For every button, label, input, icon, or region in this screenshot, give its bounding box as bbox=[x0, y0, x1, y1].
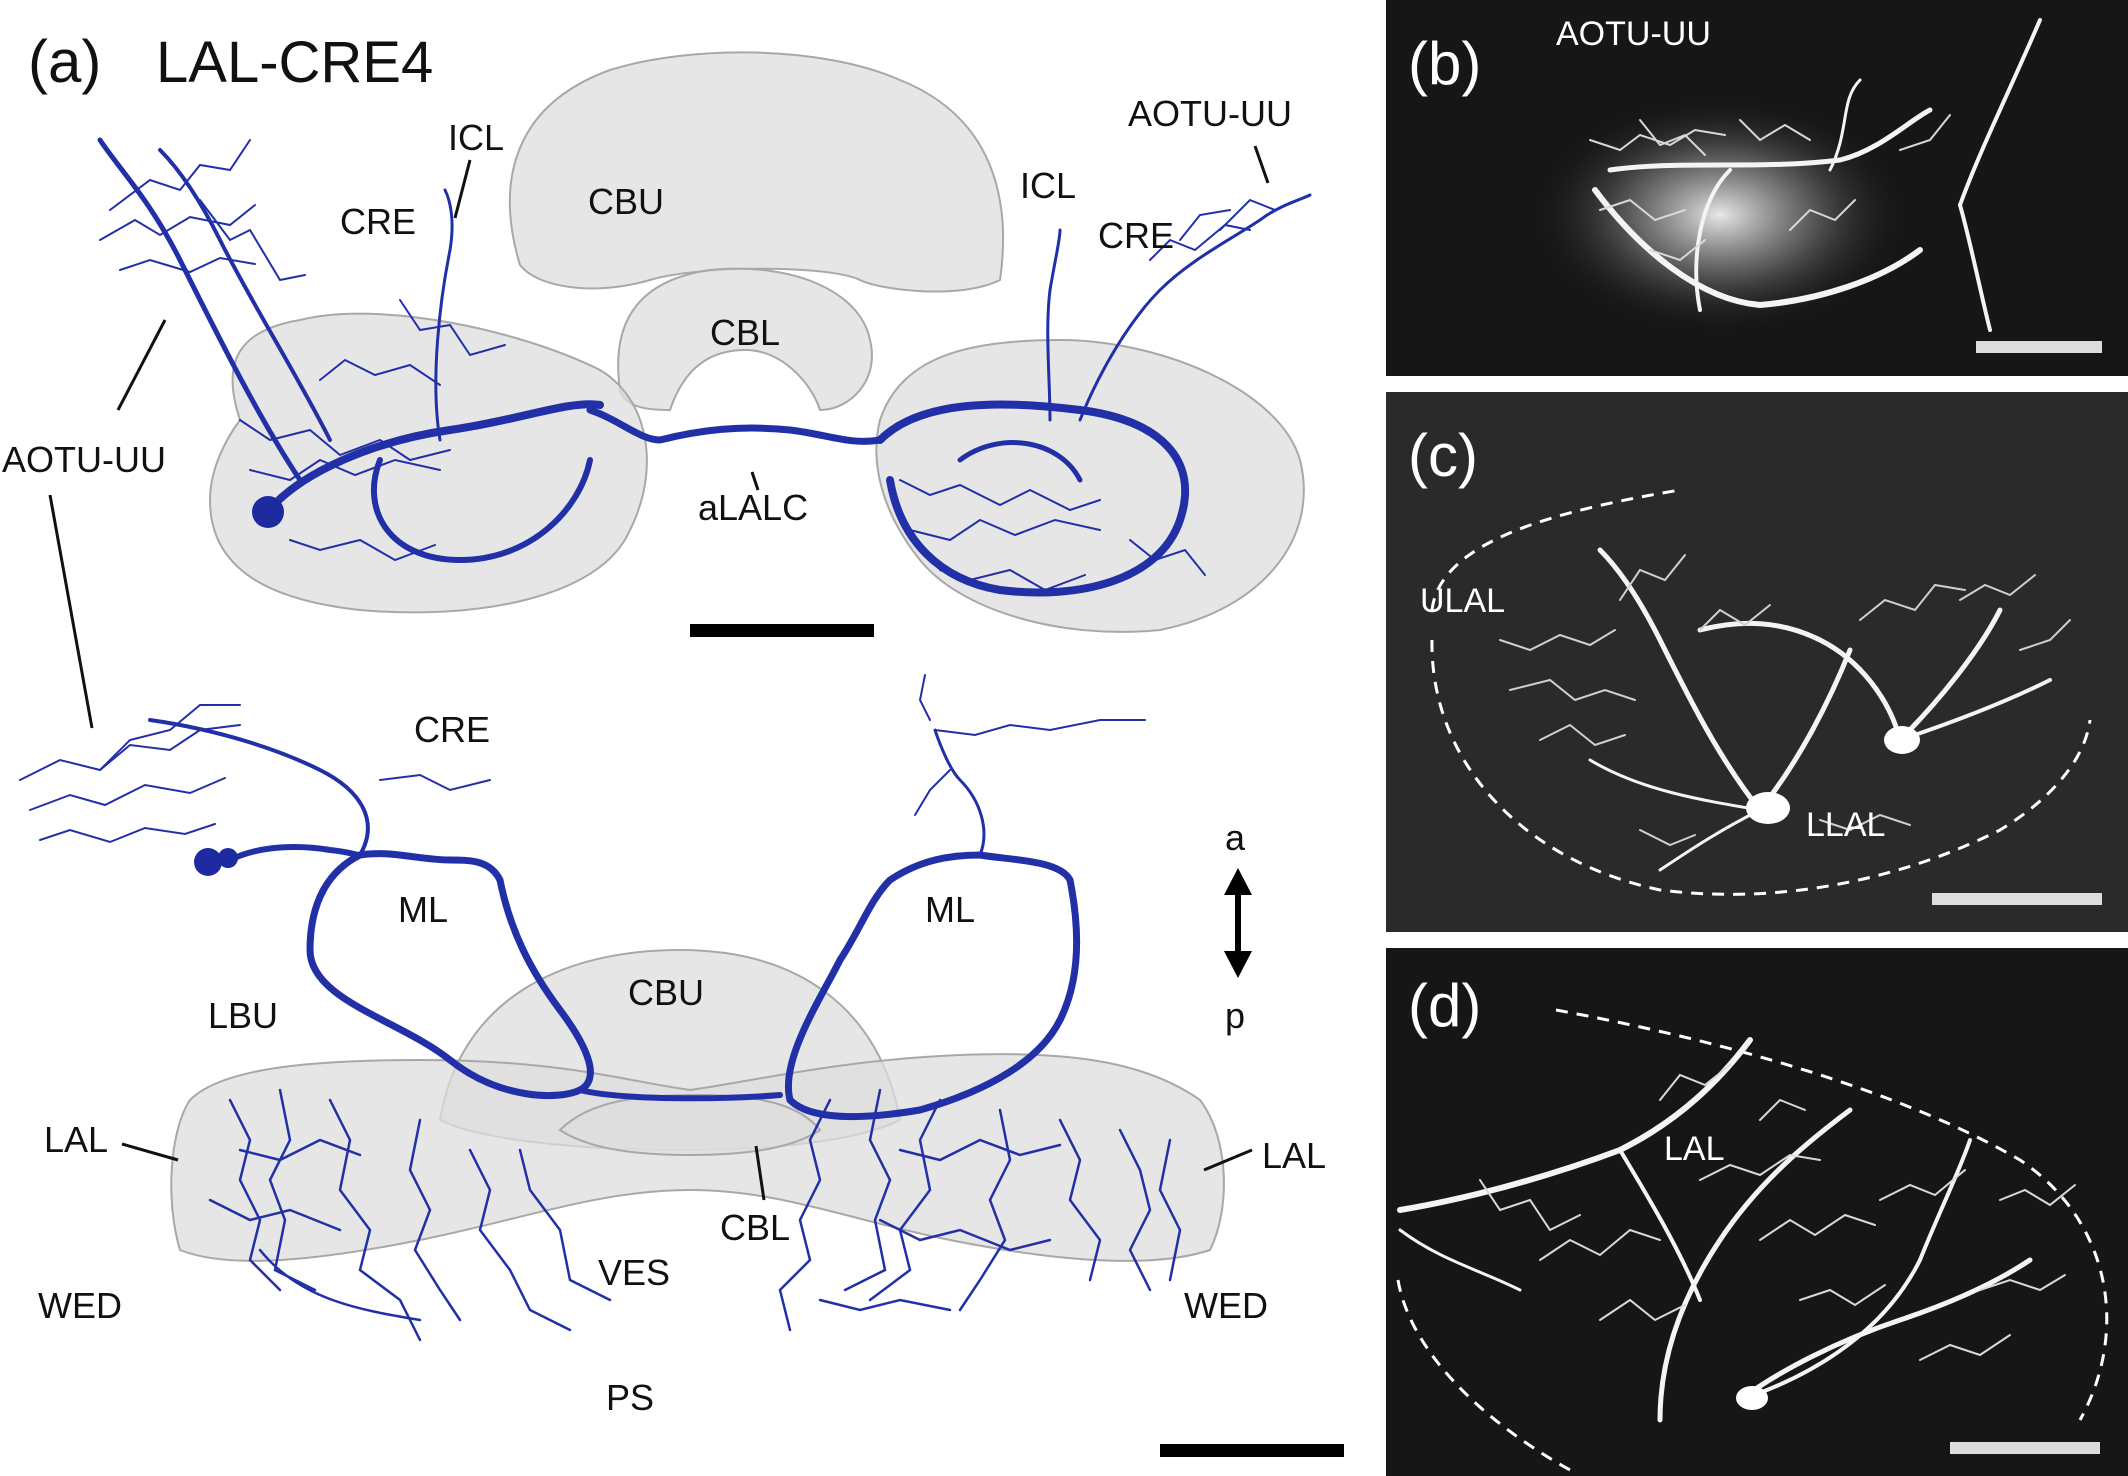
panel-d-outline-upper bbox=[1555, 1008, 2109, 1421]
label-lbu: LBU bbox=[208, 995, 278, 1036]
cbu-body-top bbox=[508, 51, 1005, 293]
label-cbl-bottom: CBL bbox=[720, 1207, 790, 1248]
label-aotu-uu-right: AOTU-UU bbox=[1128, 93, 1292, 134]
panel-b-label: AOTU-UU bbox=[1556, 15, 1711, 53]
panel-d-soma bbox=[1736, 1386, 1768, 1410]
lal-band-bottom bbox=[170, 1053, 1225, 1262]
leader-lal-left bbox=[121, 1142, 179, 1162]
panel-c-neuron bbox=[1499, 547, 2071, 872]
panel-b-scale-bar bbox=[1976, 341, 2102, 353]
label-icl-left: ICL bbox=[448, 117, 504, 158]
soma-left-bottom bbox=[194, 848, 222, 876]
bottom-view-neuron bbox=[19, 674, 1182, 1342]
axis-label-anterior: a bbox=[1225, 817, 1246, 858]
leader-cbl-bottom bbox=[754, 1145, 766, 1201]
leader-aotu-uu-left-bottom bbox=[48, 494, 94, 729]
label-cre-left: CRE bbox=[340, 201, 416, 242]
scale-bar-top bbox=[690, 624, 874, 637]
panel-d-letter: (d) bbox=[1408, 972, 1481, 1039]
label-alalc: aLALC bbox=[698, 487, 808, 528]
anterior-posterior-axis: a p bbox=[1224, 817, 1252, 1036]
top-view-neuropils bbox=[208, 51, 1305, 633]
label-lal-left: LAL bbox=[44, 1119, 108, 1160]
label-cre-right: CRE bbox=[1098, 215, 1174, 256]
alalc-commissure bbox=[586, 406, 884, 445]
panel-c-scale-bar bbox=[1932, 893, 2102, 905]
label-ves: VES bbox=[598, 1252, 670, 1293]
label-ml-left: ML bbox=[398, 889, 448, 930]
leader-lal-right bbox=[1203, 1148, 1253, 1172]
panel-c-soma-1 bbox=[1746, 792, 1790, 824]
panel-a: (a) LAL-CRE4 bbox=[2, 28, 1344, 1457]
panel-c-background bbox=[1386, 392, 2128, 932]
axis-label-posterior: p bbox=[1225, 995, 1245, 1036]
panel-c-label-llal: LLAL bbox=[1806, 806, 1885, 844]
panel-c: (c) ULAL LLAL bbox=[1386, 392, 2128, 932]
ml-loop-left bbox=[306, 850, 594, 1100]
panel-c-soma-2 bbox=[1884, 726, 1920, 754]
label-cbu-bottom: CBU bbox=[628, 972, 704, 1013]
panel-c-letter: (c) bbox=[1408, 422, 1478, 489]
label-wed-left: WED bbox=[38, 1285, 122, 1326]
top-view-neuron bbox=[97, 137, 1312, 597]
lal-left-top bbox=[208, 312, 648, 614]
leader-alalc bbox=[750, 471, 760, 491]
label-wed-right: WED bbox=[1184, 1285, 1268, 1326]
axis-arrowhead-down bbox=[1224, 951, 1252, 978]
label-lal-right: LAL bbox=[1262, 1135, 1326, 1176]
panel-d-scale-bar bbox=[1950, 1442, 2100, 1454]
soma-left-top bbox=[252, 496, 284, 528]
lal-right-top bbox=[875, 338, 1305, 633]
panel-b: (b) AOTU-UU bbox=[1386, 0, 2128, 376]
leader-aotu-uu-left-top bbox=[116, 319, 167, 411]
label-cbl-top: CBL bbox=[710, 312, 780, 353]
label-aotu-uu-left: AOTU-UU bbox=[2, 439, 166, 480]
label-icl-right: ICL bbox=[1020, 165, 1076, 206]
panel-a-letter: (a) bbox=[28, 28, 101, 95]
panel-d: (d) LAL bbox=[1386, 948, 2128, 1476]
soma-left-bottom-2 bbox=[218, 848, 238, 868]
panel-c-outline-lower bbox=[1430, 639, 2092, 896]
panel-d-label-lal: LAL bbox=[1664, 1130, 1725, 1168]
panel-a-title: LAL-CRE4 bbox=[156, 30, 433, 95]
panel-d-outline-lower bbox=[1396, 1279, 1571, 1472]
panel-d-neuron bbox=[1397, 1037, 2076, 1423]
leader-aotu-uu-right bbox=[1253, 145, 1270, 184]
leader-icl-left bbox=[453, 159, 472, 219]
panel-c-outline-upper bbox=[1430, 488, 1681, 611]
axis-arrowhead-up bbox=[1224, 868, 1252, 895]
ml-loop-right bbox=[785, 851, 1081, 1121]
cbl-body-top bbox=[617, 267, 873, 412]
panel-b-letter: (b) bbox=[1408, 30, 1481, 97]
panel-b-glow bbox=[1530, 95, 1910, 335]
panel-c-label-ulal: ULAL bbox=[1420, 582, 1505, 620]
panel-b-neuron bbox=[1589, 18, 2042, 332]
label-ml-right: ML bbox=[925, 889, 975, 930]
label-ps: PS bbox=[606, 1377, 654, 1418]
label-cbu-top: CBU bbox=[588, 181, 664, 222]
label-cre-bottom: CRE bbox=[414, 709, 490, 750]
scale-bar-bottom bbox=[1160, 1444, 1344, 1457]
